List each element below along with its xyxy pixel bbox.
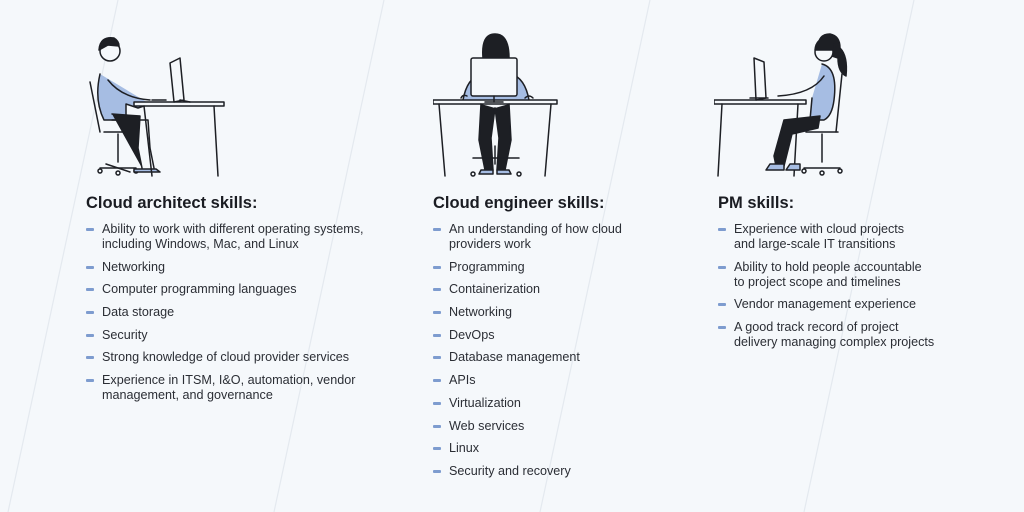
bullet-dash-icon xyxy=(718,265,726,269)
bullet-dash-icon xyxy=(86,288,94,292)
bullet-dash-icon xyxy=(433,379,441,383)
bullet-dash-icon xyxy=(433,265,441,269)
list-item: Networking xyxy=(86,260,364,275)
woman-at-desk-side-illustration xyxy=(714,33,848,177)
bullet-dash-icon xyxy=(86,333,94,337)
bullet-dash-icon xyxy=(86,228,94,231)
column-heading: Cloud engineer skills: xyxy=(433,194,605,212)
list-item: Data storage xyxy=(86,305,364,320)
bullet-dash-icon xyxy=(86,265,94,269)
bullet-dash-icon xyxy=(86,379,94,383)
list-item: Containerization xyxy=(433,282,622,297)
bullet-dash-icon xyxy=(86,311,94,315)
list-item: Networking xyxy=(433,305,622,320)
list-item: Security xyxy=(86,328,364,343)
bullet-dash-icon xyxy=(433,288,441,292)
column-heading: PM skills: xyxy=(718,194,795,212)
list-item: Database management xyxy=(433,350,622,365)
list-item: APIs xyxy=(433,373,622,388)
list-item: Experience in ITSM, I&O, automation, ven… xyxy=(86,373,364,403)
bullet-dash-icon xyxy=(718,326,726,330)
bullet-dash-icon xyxy=(433,447,441,451)
bullet-dash-icon xyxy=(433,401,441,405)
list-item: Linux xyxy=(433,441,622,456)
list-item: Strong knowledge of cloud provider servi… xyxy=(86,350,364,365)
list-item: Programming xyxy=(433,260,622,275)
skills-list: Ability to work with different operating… xyxy=(86,222,364,411)
bullet-dash-icon xyxy=(433,228,441,231)
bullet-dash-icon xyxy=(718,228,726,231)
man-at-desk-illustration xyxy=(89,37,225,177)
bullet-dash-icon xyxy=(433,311,441,315)
list-item: Security and recovery xyxy=(433,464,622,479)
woman-at-desk-front-illustration xyxy=(433,33,558,177)
list-item: Web services xyxy=(433,419,622,434)
bullet-dash-icon xyxy=(433,469,441,473)
bullet-dash-icon xyxy=(433,356,441,360)
list-item: Ability to work with different operating… xyxy=(86,222,364,252)
list-item: Computer programming languages xyxy=(86,282,364,297)
column-heading: Cloud architect skills: xyxy=(86,194,258,212)
list-item: DevOps xyxy=(433,328,622,343)
list-item: Virtualization xyxy=(433,396,622,411)
bullet-dash-icon xyxy=(718,303,726,307)
bullet-dash-icon xyxy=(433,333,441,337)
bullet-dash-icon xyxy=(433,424,441,428)
list-item: Vendor management experience xyxy=(718,297,934,312)
bullet-dash-icon xyxy=(86,356,94,360)
